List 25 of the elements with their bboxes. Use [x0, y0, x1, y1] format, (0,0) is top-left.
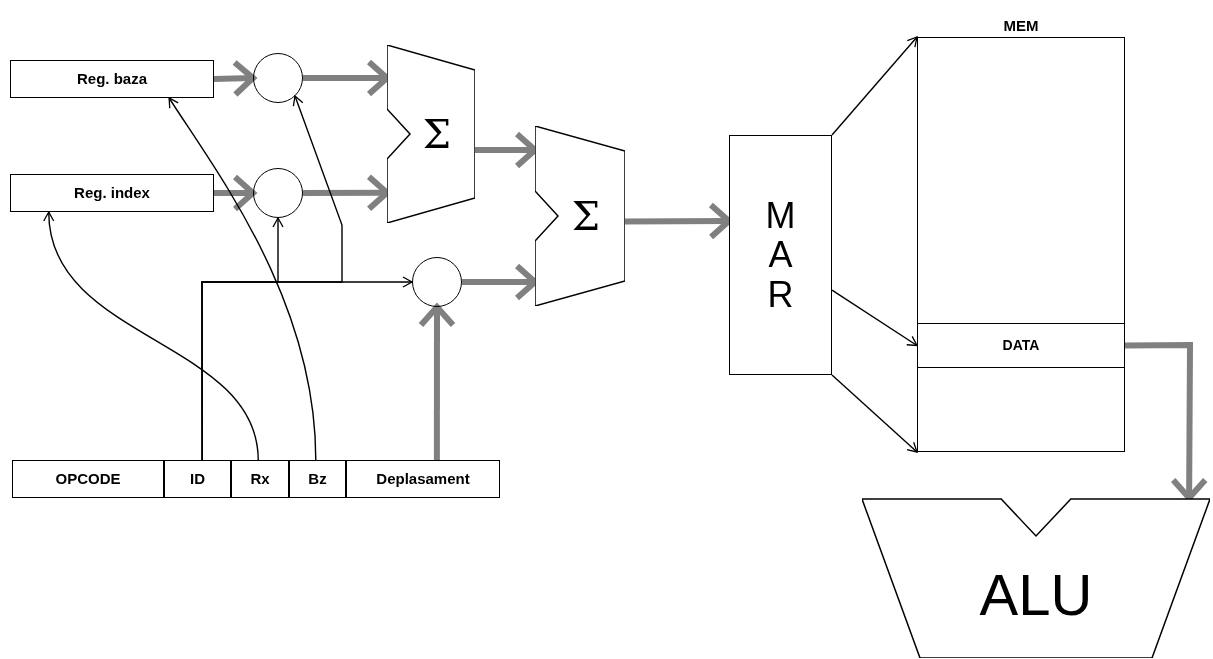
- adder-shape: [387, 45, 475, 223]
- memory-label: MEM: [1003, 16, 1039, 36]
- signal-arrow: [831, 36, 918, 136]
- bus-arrow: [214, 174, 256, 212]
- register-box: MAR: [729, 135, 832, 375]
- alu-shape: ALU: [862, 498, 1210, 658]
- signal-arrow: [831, 289, 918, 347]
- bus-arrow: [418, 304, 456, 460]
- signal-arrow: [168, 97, 317, 461]
- register-field: Reg. index: [10, 174, 214, 212]
- sigma-symbol: Σ: [421, 114, 452, 154]
- adder-shape: [535, 126, 625, 306]
- signal-arrow: [831, 374, 918, 453]
- signal-arrow: [201, 276, 413, 461]
- register-field: ID: [164, 460, 231, 498]
- bus-arrow: [213, 59, 256, 98]
- register-field: Deplasament: [346, 460, 500, 498]
- bus-arrow: [1124, 341, 1209, 501]
- signal-arrow: [44, 211, 259, 461]
- register-field: Rx: [231, 460, 289, 498]
- sigma-symbol: Σ: [570, 196, 601, 236]
- memory-row: DATA: [917, 323, 1125, 368]
- register-field: OPCODE: [12, 460, 164, 498]
- register-field: Reg. baza: [10, 60, 214, 98]
- register-field: Bz: [289, 460, 346, 498]
